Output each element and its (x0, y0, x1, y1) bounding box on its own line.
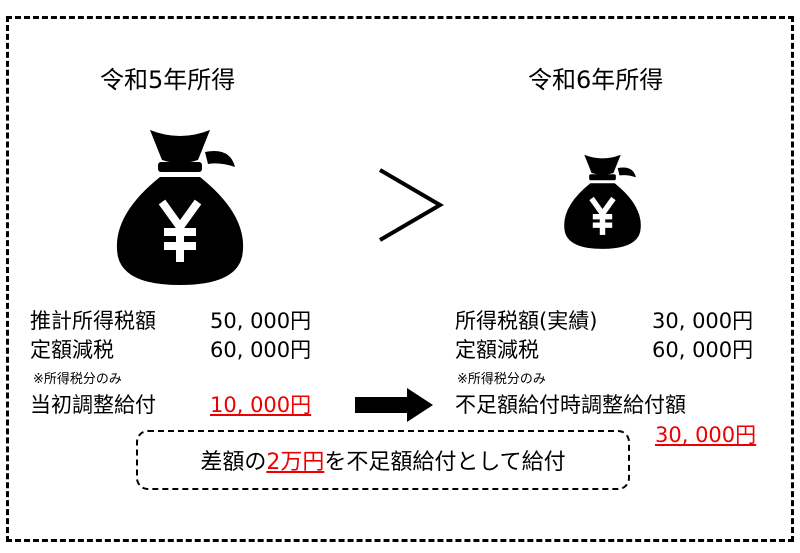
left-row-value: 60, 000円 (210, 338, 312, 362)
money-bag-yen-icon-small (564, 154, 641, 249)
right-result-label: 不足額給付時調整給付額 (455, 393, 686, 417)
greater-than-symbol: > (378, 168, 444, 242)
right-title: 令和6年所得 (528, 66, 664, 94)
right-row-label: 所得税額(実績) (455, 309, 598, 333)
right-row-label: 定額減税 (455, 338, 539, 362)
outer-dashed-frame (6, 16, 794, 542)
summary-text-before: 差額の (200, 450, 267, 475)
left-row-value: 50, 000円 (210, 309, 312, 333)
summary-text-after: を不足額給付として給付 (324, 450, 566, 475)
right-result-value: 30, 000円 (655, 423, 757, 447)
left-note: ※所得税分のみ (33, 372, 122, 387)
summary-highlight: 2万円 (266, 450, 325, 475)
left-title: 令和5年所得 (100, 66, 236, 94)
right-arrow-icon (355, 388, 433, 422)
left-row-label: 推計所得税額 (30, 309, 156, 333)
right-note: ※所得税分のみ (457, 372, 546, 387)
left-row-label: 定額減税 (30, 338, 114, 362)
left-result-value: 10, 000円 (210, 393, 312, 417)
left-result-label: 当初調整給付 (30, 393, 156, 417)
money-bag-yen-icon-large (116, 130, 244, 285)
right-row-value: 30, 000円 (652, 309, 754, 333)
right-row-value: 60, 000円 (652, 338, 754, 362)
